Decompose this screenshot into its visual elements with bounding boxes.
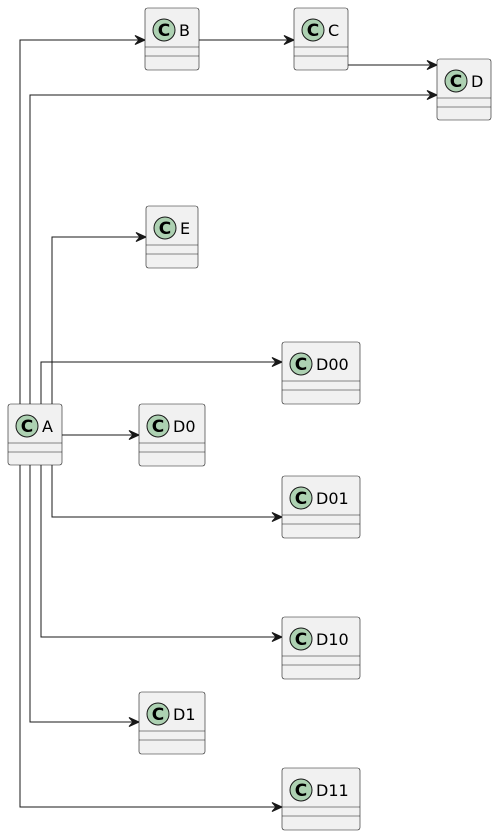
arrowhead-icon xyxy=(271,512,284,522)
association-a-d10 xyxy=(40,465,284,642)
class-stereotype-icon xyxy=(301,18,325,42)
class-stereotype-icon xyxy=(153,216,177,240)
class-stereotype-glyph: C xyxy=(152,705,164,725)
class-name: D00 xyxy=(316,355,349,374)
class-stereotype-icon xyxy=(146,702,170,726)
association-a-e xyxy=(51,232,148,404)
association-a-d00 xyxy=(40,357,284,404)
class-stereotype-glyph: C xyxy=(295,489,307,509)
association-a-d xyxy=(29,90,439,404)
class-d1[interactable]: C D1 xyxy=(138,691,206,755)
class-stereotype-glyph: C xyxy=(158,21,170,41)
arrowhead-icon xyxy=(426,60,439,70)
class-stereotype-glyph: C xyxy=(295,630,307,650)
class-name: C xyxy=(328,21,339,40)
association-c-d xyxy=(348,60,439,70)
class-stereotype-icon xyxy=(289,352,313,376)
class-name: D xyxy=(471,72,483,91)
class-stereotype-icon xyxy=(289,486,313,510)
class-box xyxy=(293,7,349,71)
class-box xyxy=(7,403,63,466)
association-a-d0 xyxy=(62,430,141,440)
class-box xyxy=(144,7,200,71)
arrowhead-icon xyxy=(128,430,141,440)
class-stereotype-glyph: C xyxy=(152,417,164,437)
association-a-d1 xyxy=(29,465,141,727)
class-stereotype-glyph: C xyxy=(159,219,171,239)
class-d01[interactable]: C D01 xyxy=(281,475,361,539)
arrowhead-icon xyxy=(283,35,296,45)
class-stereotype-icon xyxy=(289,627,313,651)
class-name: D10 xyxy=(316,630,349,649)
class-name: D01 xyxy=(316,489,349,508)
arrowhead-icon xyxy=(271,632,284,642)
class-d11[interactable]: C D11 xyxy=(281,767,361,831)
class-stereotype-icon xyxy=(444,69,468,93)
class-name: D0 xyxy=(173,417,196,436)
class-stereotype-glyph: C xyxy=(450,72,462,92)
class-stereotype-glyph: C xyxy=(21,417,33,437)
class-stereotype-icon xyxy=(152,18,176,42)
arrowhead-icon xyxy=(135,232,148,242)
class-stereotype-glyph: C xyxy=(295,355,307,375)
class-stereotype-icon xyxy=(15,414,39,438)
association-line xyxy=(51,236,146,404)
class-stereotype-glyph: C xyxy=(295,781,307,801)
association-b-c xyxy=(199,35,296,45)
class-stereotype-icon xyxy=(146,414,170,438)
class-name: E xyxy=(180,219,190,238)
arrowhead-icon xyxy=(128,717,141,727)
association-line xyxy=(29,465,139,723)
class-d00[interactable]: C D00 xyxy=(281,341,361,405)
association-line xyxy=(19,465,282,808)
arrowhead-icon xyxy=(134,35,147,45)
class-d10[interactable]: C D10 xyxy=(281,616,361,680)
class-stereotype-glyph: C xyxy=(307,21,319,41)
class-stereotype-icon xyxy=(289,778,313,802)
arrowhead-icon xyxy=(426,90,439,100)
class-name: D1 xyxy=(173,705,196,724)
association-line xyxy=(29,94,437,404)
class-name: B xyxy=(179,21,190,40)
association-a-b xyxy=(19,35,147,404)
association-line xyxy=(40,465,282,638)
association-line xyxy=(19,39,145,404)
association-line xyxy=(51,465,282,518)
association-a-d01 xyxy=(51,465,284,522)
arrowhead-icon xyxy=(271,357,284,367)
association-line xyxy=(40,361,282,404)
association-a-d11 xyxy=(19,465,284,812)
arrowhead-icon xyxy=(271,802,284,812)
class-d0[interactable]: C D0 xyxy=(138,403,206,467)
associations-layer xyxy=(19,35,439,812)
class-name: D11 xyxy=(316,781,349,800)
class-name: A xyxy=(42,417,53,436)
